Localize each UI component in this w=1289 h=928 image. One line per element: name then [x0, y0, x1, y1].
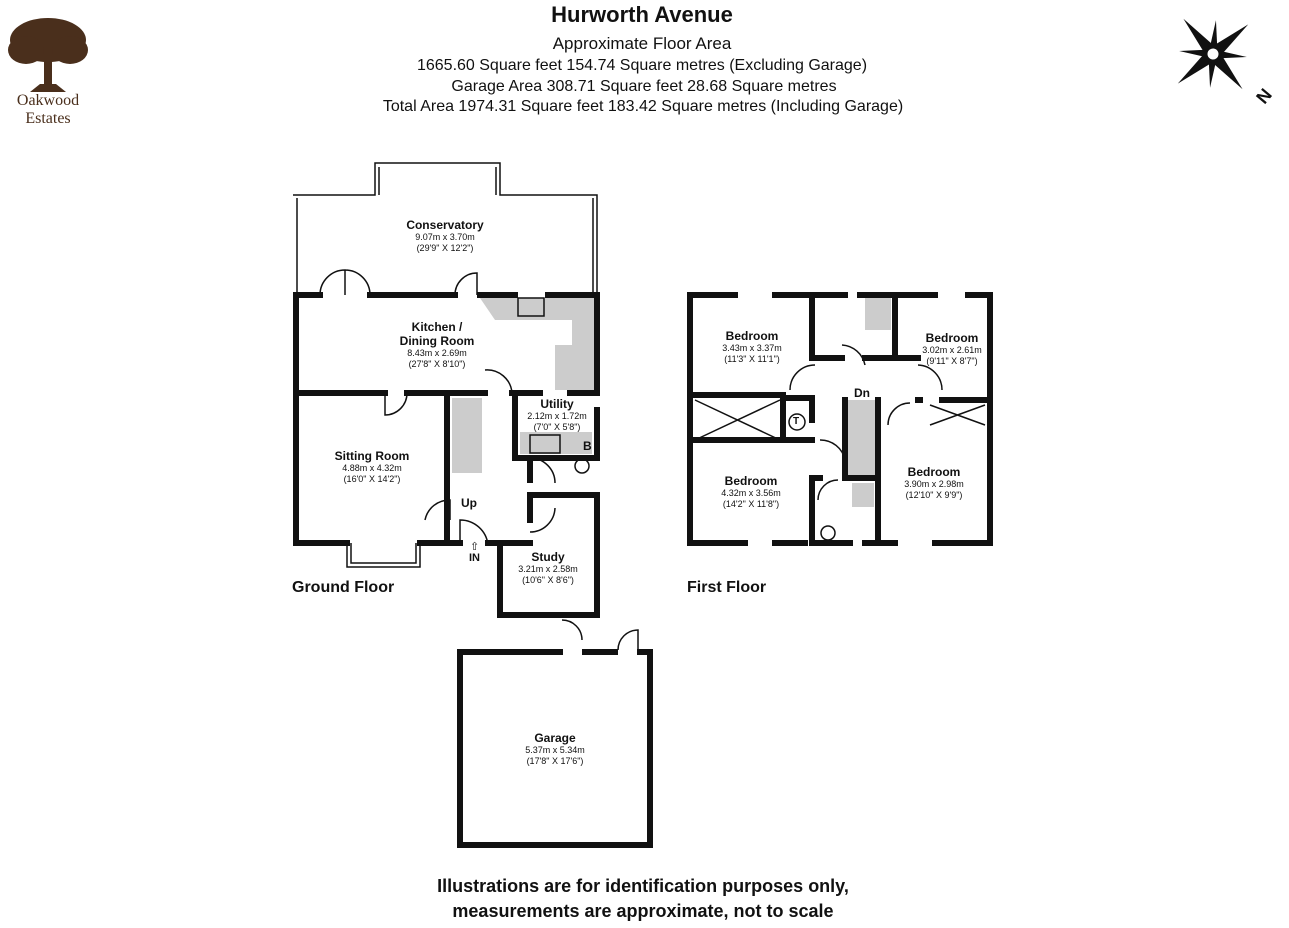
room-dimensions-imperial: (29'9" X 12'2"): [416, 243, 474, 253]
room-name: Utility: [540, 397, 574, 411]
room-dimensions-metric: 4.88m x 4.32m: [342, 463, 402, 473]
room-dimensions-metric: 4.32m x 3.56m: [721, 488, 781, 498]
room-name: Bedroom: [725, 329, 779, 343]
stairs-up-label: Up: [461, 496, 477, 510]
room-dimensions-imperial: (11'3" X 11'1"): [724, 354, 780, 364]
area-line: Garage Area 308.71 Square feet 28.68 Squ…: [451, 78, 837, 95]
room-bedroom-1: Bedroom 3.43m x 3.37m (11'3" X 11'1"): [722, 329, 782, 365]
room-name: Conservatory: [406, 218, 484, 232]
property-title: Hurworth Avenue: [551, 2, 733, 27]
first-stairs: [848, 400, 876, 476]
room-name: Study: [531, 550, 565, 564]
logo-line: Estates: [25, 110, 71, 127]
room-name: Bedroom: [907, 465, 961, 479]
area-line: 1665.60 Square feet 154.74 Square metres…: [416, 57, 868, 74]
room-dimensions-imperial: (27'8" X 8'10"): [408, 359, 466, 369]
entrance-label: IN: [469, 552, 480, 564]
room-name: Bedroom: [724, 474, 778, 488]
room-bedroom-2: Bedroom 3.02m x 2.61m (9'11" X 8'7"): [922, 331, 982, 367]
utility-counter: [520, 432, 592, 454]
disclaimer: Illustrations are for identification pur…: [437, 874, 849, 924]
entrance-arrow-icon: ⇧: [470, 541, 480, 553]
room-bedroom-3: Bedroom 4.32m x 3.56m (14'2" X 11'8"): [721, 474, 781, 510]
stairs-down-label: Dn: [854, 386, 870, 400]
room-sitting-room: Sitting Room 4.88m x 4.32m (16'0" X 14'2…: [335, 449, 410, 485]
room-kitchen-dining: Kitchen / Dining Room 8.43m x 2.69m (27'…: [400, 320, 475, 370]
room-dimensions-metric: 3.43m x 3.37m: [722, 343, 782, 353]
room-dimensions-metric: 2.12m x 1.72m: [527, 411, 587, 421]
ground-floor-label: Ground Floor: [292, 579, 395, 596]
room-dimensions-imperial: (9'11" X 8'7"): [926, 356, 978, 366]
room-dimensions-imperial: (14'2" X 11'8"): [722, 499, 780, 509]
disclaimer-line: Illustrations are for identification pur…: [437, 876, 849, 896]
room-garage: Garage 5.37m x 5.34m (17'8" X 17'6"): [525, 731, 585, 767]
room-dimensions-metric: 5.37m x 5.34m: [525, 745, 585, 755]
room-dimensions-metric: 9.07m x 3.70m: [415, 232, 475, 242]
room-bedroom-4: Bedroom 3.90m x 2.98m (12'10" X 9'9"): [904, 465, 964, 501]
room-name: Bedroom: [925, 331, 979, 345]
room-utility: Utility 2.12m x 1.72m (7'0" X 5'8"): [527, 397, 587, 433]
room-name: Kitchen /: [411, 320, 463, 334]
room-dimensions-metric: 8.43m x 2.69m: [407, 348, 467, 358]
room-dimensions-imperial: (17'8" X 17'6"): [526, 756, 584, 766]
area-subtitle: Approximate Floor Area: [552, 34, 732, 53]
room-dimensions-metric: 3.21m x 2.58m: [518, 564, 578, 574]
room-dimensions-imperial: (10'6" X 8'6"): [522, 575, 574, 585]
room-dimensions-imperial: (16'0" X 14'2"): [343, 474, 401, 484]
area-line: Total Area 1974.31 Square feet 183.42 Sq…: [382, 98, 904, 115]
room-dimensions-metric: 3.90m x 2.98m: [904, 479, 964, 489]
ground-stairs: [452, 398, 482, 473]
room-conservatory: Conservatory 9.07m x 3.70m (29'9" X 12'2…: [406, 218, 483, 254]
room-dimensions-imperial: (12'10" X 9'9"): [905, 490, 963, 500]
first-floor-label: First Floor: [687, 579, 767, 596]
compass-icon: [1177, 18, 1249, 90]
room-dimensions-metric: 3.02m x 2.61m: [922, 345, 982, 355]
room-name: Garage: [534, 731, 576, 745]
room-name: Dining Room: [399, 334, 475, 348]
disclaimer-line: measurements are approximate, not to sca…: [452, 901, 834, 921]
tank-label: T: [793, 416, 800, 427]
kitchen-counter: [480, 298, 595, 390]
room-name: Sitting Room: [334, 449, 410, 463]
logo-text: Oakwood Estates: [17, 92, 79, 128]
boiler-label: B: [583, 439, 592, 453]
room-dimensions-imperial: (7'0" X 5'8"): [533, 422, 581, 432]
oak-tree-logo-icon: [8, 18, 88, 92]
room-study: Study 3.21m x 2.58m (10'6" X 8'6"): [518, 550, 578, 586]
logo-line: Oakwood: [16, 92, 80, 109]
